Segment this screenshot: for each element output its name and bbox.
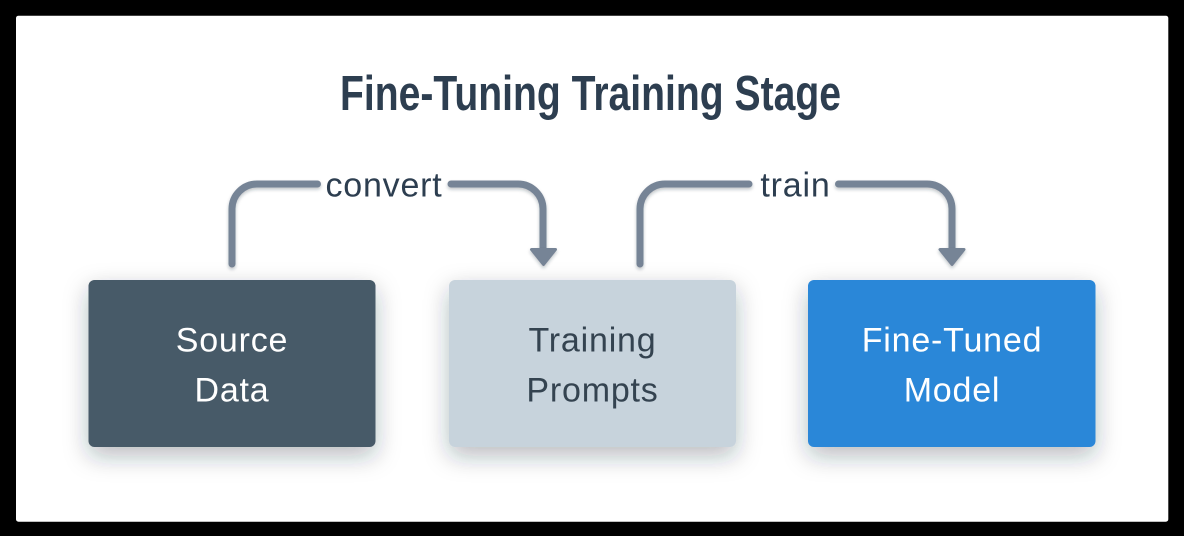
svg-text:Data: Data — [194, 372, 269, 410]
svg-text:train: train — [760, 167, 830, 205]
svg-text:Source: Source — [176, 322, 289, 360]
svg-text:Prompts: Prompts — [526, 372, 658, 410]
svg-text:Model: Model — [904, 372, 1001, 410]
svg-text:Fine-Tuned: Fine-Tuned — [862, 322, 1043, 360]
svg-text:Fine-Tuning Training Stage: Fine-Tuning Training Stage — [340, 67, 841, 121]
svg-text:Training: Training — [529, 322, 657, 360]
svg-text:convert: convert — [325, 167, 442, 205]
